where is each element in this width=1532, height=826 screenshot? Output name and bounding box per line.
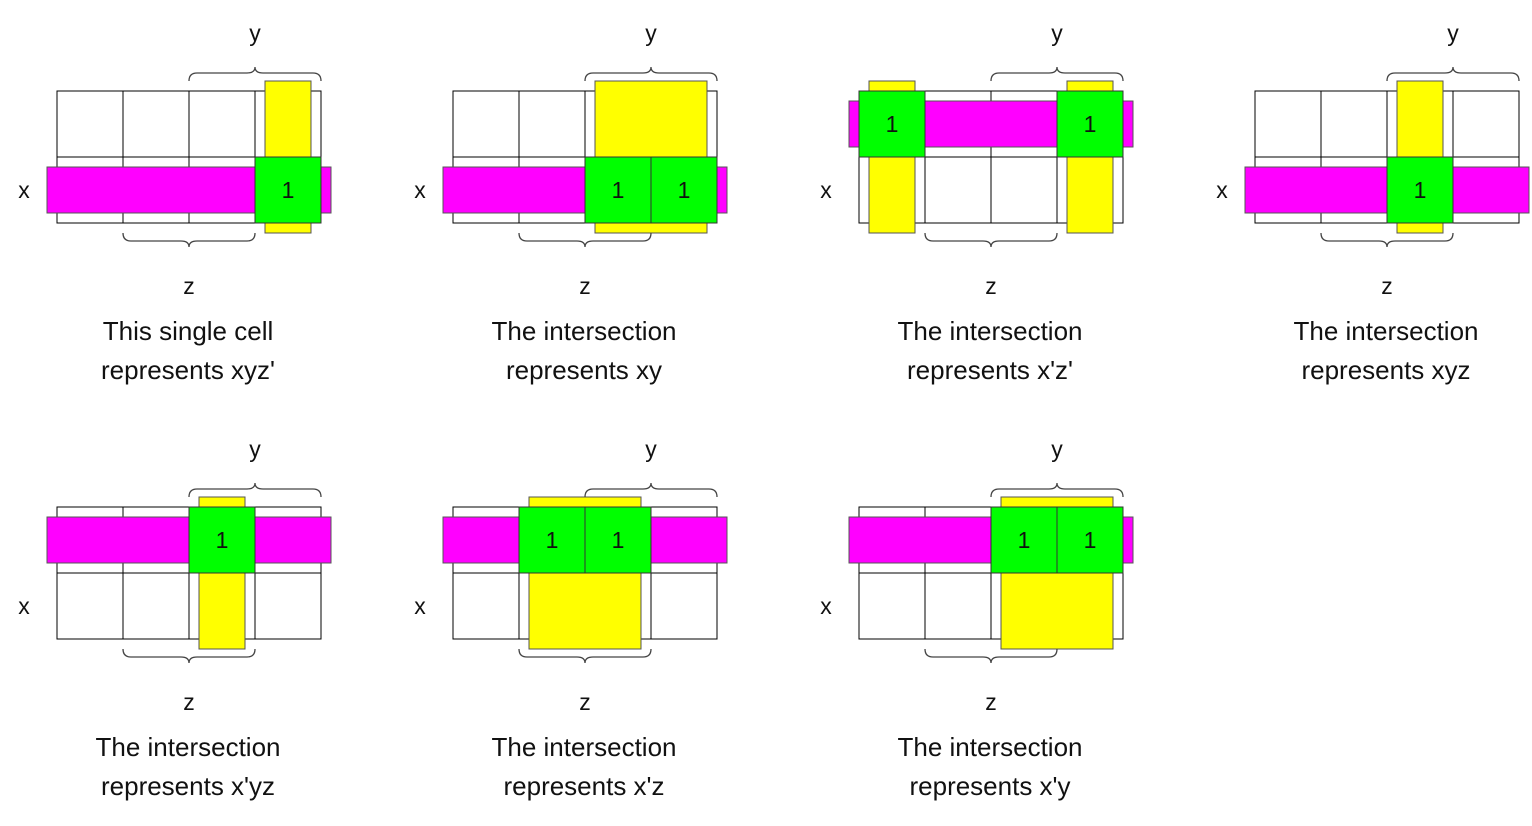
z-brace [924,648,1058,664]
cell-value-one: 1 [216,527,229,553]
intersection-cell [858,90,926,158]
cell-value-one: 1 [546,527,559,553]
cell-value-one: 1 [1018,527,1031,553]
z-brace [518,232,652,248]
caption-line-2: represents xyz [1301,355,1470,385]
caption-line-2: represents xyz' [101,355,275,385]
kmap-cell [1254,90,1322,158]
kmap-cell [452,90,520,158]
z-label: z [985,689,997,715]
y-label: y [1447,20,1459,46]
y-label: y [249,436,261,462]
kmap-cell [122,90,190,158]
kmap-cell [924,156,992,224]
caption-line-1: The intersection [492,732,677,762]
x-label: x [414,177,426,203]
z-brace [122,648,256,664]
z-label: z [183,273,195,299]
kmap-cell [650,572,718,640]
z-brace [924,232,1058,248]
intersection-cell [518,506,586,574]
intersection-cell [584,506,652,574]
caption-line-2: represents x'y [909,771,1070,801]
x-label: x [18,177,30,203]
intersection-cell [1056,506,1124,574]
z-label: z [183,689,195,715]
z-brace [1320,232,1454,248]
caption-line-2: represents xy [506,355,662,385]
z-brace [518,648,652,664]
cell-value-one: 1 [1414,177,1427,203]
intersection-cell [254,156,322,224]
y-brace [584,482,718,498]
intersection-cell [1056,90,1124,158]
caption-line-1: The intersection [1294,316,1479,346]
x-label: x [1216,177,1228,203]
y-brace [990,482,1124,498]
kmap-cell [452,572,520,640]
z-label: z [579,689,591,715]
z-label: z [579,273,591,299]
z-brace [122,232,256,248]
kmap-cell [990,156,1058,224]
y-brace [188,66,322,82]
x-label: x [18,593,30,619]
kmap-cell [858,572,926,640]
kmap-cell [518,90,586,158]
y-brace [584,66,718,82]
y-brace [990,66,1124,82]
intersection-cell [990,506,1058,574]
caption-line-2: represents x'z [503,771,664,801]
x-label: x [414,593,426,619]
cell-value-one: 1 [678,177,691,203]
kmap-cell [1320,90,1388,158]
y-brace [188,482,322,498]
intersection-cell [1386,156,1454,224]
y-label: y [1051,436,1063,462]
caption-line-1: This single cell [103,316,274,346]
caption-line-2: represents x'yz [101,771,275,801]
caption-line-1: The intersection [898,316,1083,346]
intersection-cell [650,156,718,224]
kmap-cell [254,572,322,640]
y-label: y [1051,20,1063,46]
cell-value-one: 1 [282,177,295,203]
x-label: x [820,593,832,619]
kmap-cell [56,90,124,158]
intersection-cell [584,156,652,224]
caption-line-1: The intersection [492,316,677,346]
kmap-cell [1452,90,1520,158]
cell-value-one: 1 [612,527,625,553]
intersection-cell [188,506,256,574]
y-label: y [645,20,657,46]
kmap-cell [188,90,256,158]
caption-line-1: The intersection [898,732,1083,762]
z-label: z [985,273,997,299]
kmap-cell [924,572,992,640]
x-label: x [820,177,832,203]
cell-value-one: 1 [612,177,625,203]
y-brace [1386,66,1520,82]
caption-line-2: represents x'z' [907,355,1073,385]
cell-value-one: 1 [1084,111,1097,137]
kmap-cell [56,572,124,640]
cell-value-one: 1 [886,111,899,137]
kmap-cell [122,572,190,640]
z-label: z [1381,273,1393,299]
y-label: y [249,20,261,46]
cell-value-one: 1 [1084,527,1097,553]
caption-line-1: The intersection [96,732,281,762]
y-label: y [645,436,657,462]
